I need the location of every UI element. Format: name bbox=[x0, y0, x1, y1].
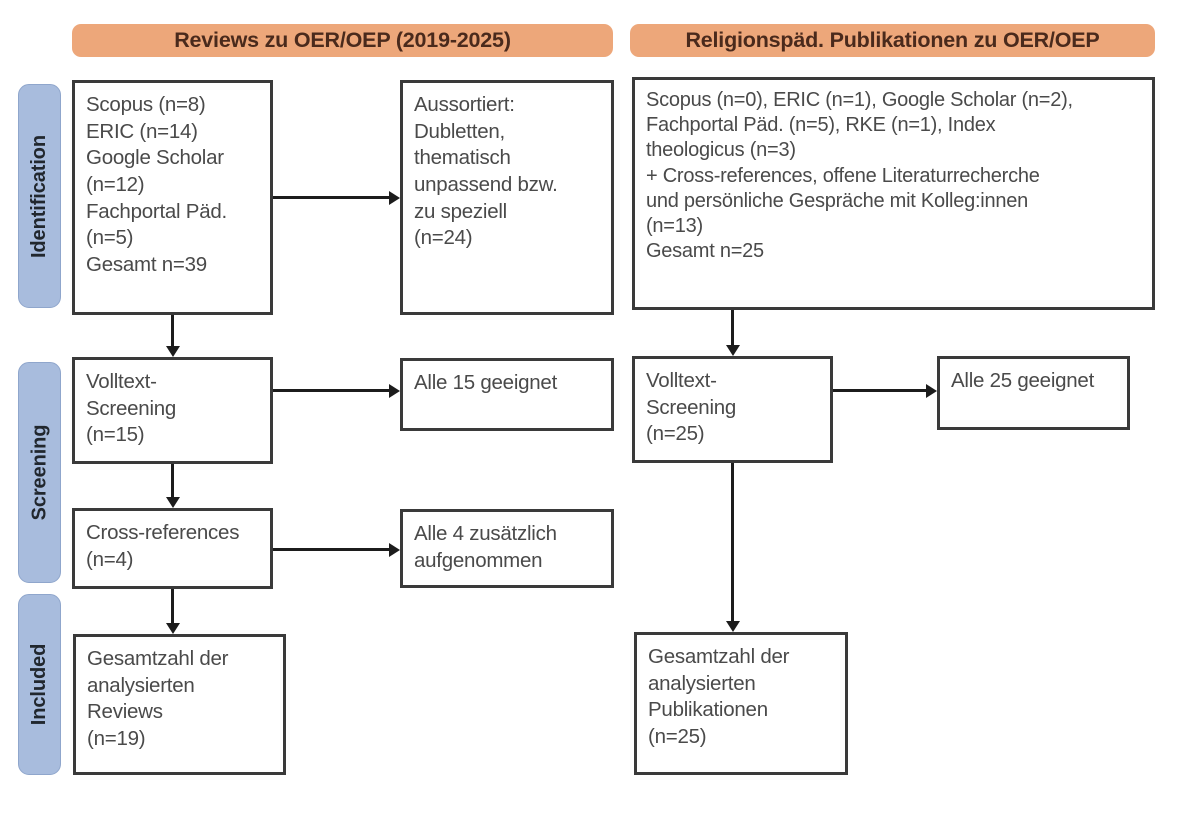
box-left-cross-references: Cross-references (n=4) bbox=[72, 508, 273, 589]
arrowhead-right-screening-to-suitable bbox=[926, 383, 937, 398]
arrowhead-left-sources-to-excluded bbox=[389, 190, 400, 205]
connector-right-screening-to-suitable bbox=[833, 389, 926, 392]
box-right-included-total: Gesamtzahl der analysierten Publikatione… bbox=[634, 632, 848, 775]
box-left-excluded: Aussortiert: Dubletten, thematisch unpas… bbox=[400, 80, 614, 315]
box-left-fulltext-screening: Volltext- Screening (n=15) bbox=[72, 357, 273, 464]
connector-left-crossrefs-to-added bbox=[273, 548, 389, 551]
connector-left-screening-to-suitable bbox=[273, 389, 389, 392]
stage-label-screening: Screening bbox=[28, 424, 50, 521]
stage-bar-screening: Screening bbox=[18, 362, 61, 583]
connector-left-sources-to-screening bbox=[171, 315, 174, 346]
box-right-identification-sources: Scopus (n=0), ERIC (n=1), Google Scholar… bbox=[632, 77, 1155, 310]
arrowhead-left-crossrefs-to-added bbox=[389, 542, 400, 557]
box-right-all-suitable: Alle 25 geeignet bbox=[937, 356, 1130, 430]
box-left-all-added: Alle 4 zusätzlich aufgenommen bbox=[400, 509, 614, 588]
connector-left-crossrefs-to-included bbox=[171, 589, 174, 623]
stage-bar-identification: Identification bbox=[18, 84, 61, 308]
column-header-right-label: Religionspäd. Publikationen zu OER/OEP bbox=[685, 27, 1100, 52]
box-right-fulltext-screening: Volltext- Screening (n=25) bbox=[632, 356, 833, 463]
column-header-left-label: Reviews zu OER/OEP (2019-2025) bbox=[174, 27, 511, 52]
arrowhead-left-crossrefs-to-included bbox=[165, 623, 180, 634]
column-header-right: Religionspäd. Publikationen zu OER/OEP bbox=[630, 24, 1155, 57]
connector-left-sources-to-excluded bbox=[273, 196, 389, 199]
column-header-left: Reviews zu OER/OEP (2019-2025) bbox=[72, 24, 613, 57]
arrowhead-left-screening-to-crossrefs bbox=[165, 497, 180, 508]
connector-right-screening-to-included bbox=[731, 463, 734, 621]
arrowhead-left-screening-to-suitable bbox=[389, 383, 400, 398]
stage-label-included: Included bbox=[28, 643, 50, 726]
arrowhead-left-sources-to-screening bbox=[165, 346, 180, 357]
stage-bar-included: Included bbox=[18, 594, 61, 775]
arrowhead-right-sources-to-screening bbox=[725, 345, 740, 356]
box-left-all-suitable: Alle 15 geeignet bbox=[400, 358, 614, 431]
box-left-included-total: Gesamtzahl der analysierten Reviews (n=1… bbox=[73, 634, 286, 775]
box-left-identification-sources: Scopus (n=8) ERIC (n=14) Google Scholar … bbox=[72, 80, 273, 315]
stage-label-identification: Identification bbox=[28, 134, 51, 258]
arrowhead-right-screening-to-included bbox=[725, 621, 740, 632]
connector-right-sources-to-screening bbox=[731, 310, 734, 345]
connector-left-screening-to-crossrefs bbox=[171, 464, 174, 497]
